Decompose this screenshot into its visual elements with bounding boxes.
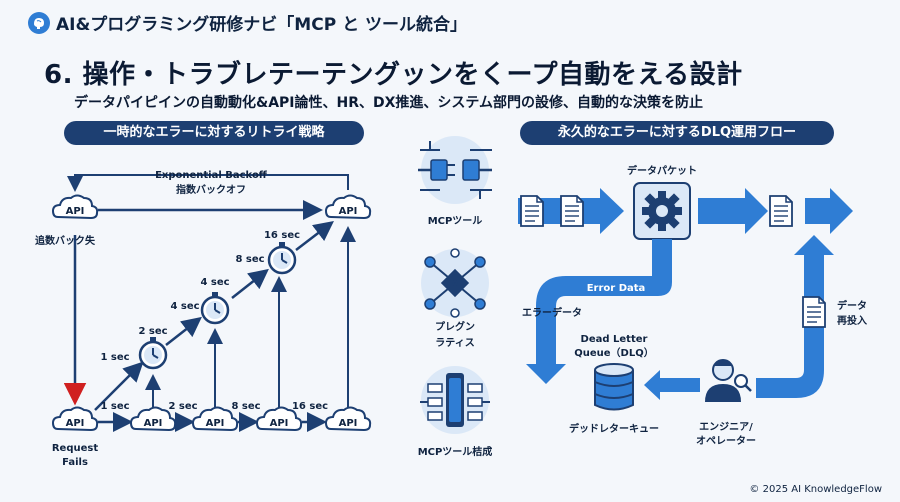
- api-label: API: [206, 418, 225, 429]
- backoff-title: Exponential Backoff: [155, 170, 268, 181]
- stair-arrow-1: [94, 361, 144, 411]
- retry-strategy-heading: 一時的なエラーに対するリトライ戦略: [64, 121, 364, 145]
- api-label: API: [339, 418, 358, 429]
- stopwatch-icon: [267, 240, 297, 275]
- stair-time-label: 16 sec: [264, 230, 300, 241]
- dlq-flow-heading: 永久的なエラーに対するDLQ運用フロー: [520, 121, 834, 145]
- retry-label: 追数バック失: [35, 234, 96, 247]
- api-label: API: [66, 206, 85, 217]
- dlq-label: Queue（DLQ）: [574, 346, 653, 359]
- backoff-bracket: [67, 174, 349, 192]
- stair-time-label: 1 sec: [100, 352, 129, 363]
- reinput-label: データ: [837, 299, 867, 312]
- stair-arrow-4: [295, 220, 334, 251]
- api-label: API: [66, 418, 85, 429]
- data-packet-label: データパケット: [627, 164, 697, 177]
- reinput-label: 再投入: [837, 314, 867, 327]
- dlq-queue-label: デッドレターキュー: [569, 422, 659, 435]
- engineer-label: オペレーター: [696, 435, 756, 447]
- bottom-time-label: 16 sec: [292, 401, 328, 412]
- footer-copyright: © 2025 AI KnowledgeFlow: [749, 484, 882, 495]
- middle-label: プレグン: [435, 320, 475, 333]
- reinput-flow-arrow: [756, 235, 834, 398]
- flow-arrow-out: [805, 188, 853, 234]
- stair-time-label: 4 sec: [200, 277, 229, 288]
- document-icon: [520, 195, 544, 227]
- middle-label: MCPツール: [428, 215, 483, 227]
- stair-time-label: 8 sec: [235, 254, 264, 265]
- stair-arrow-3: [231, 268, 269, 299]
- stair-time-label: 2 sec: [138, 326, 167, 337]
- api-label: API: [270, 418, 289, 429]
- header-text: AI&プログラミング研修ナビ「MCP と ツール統合」: [56, 15, 467, 35]
- server-icon: [420, 366, 490, 434]
- bottom-time-label: 2 sec: [168, 401, 197, 412]
- document-icon: [769, 195, 793, 227]
- page-title: 6. 操作・トラブレテーテングッンをくープ自動をえる設計: [44, 60, 743, 90]
- gear-icon: [633, 182, 691, 240]
- magnifier-icon: [734, 374, 752, 392]
- plug-icon: [418, 136, 492, 204]
- brain-icon: [28, 12, 50, 34]
- page-subtitle: データパイピインの自動動化&API論性、HR、DX推進、システム部門の設修、自動…: [74, 95, 704, 111]
- bottom-time-label: 1 sec: [100, 401, 129, 412]
- network-icon: [421, 248, 489, 318]
- dlq-label: Dead Letter: [581, 334, 648, 345]
- middle-label: MCPツール桔成: [418, 445, 493, 458]
- stair-time-label: 4 sec: [170, 301, 199, 312]
- error-flow-arrow: [526, 239, 672, 384]
- document-icon: [560, 195, 584, 227]
- middle-label: ラティス: [435, 337, 474, 349]
- stopwatch-icon: [138, 335, 168, 370]
- bottom-time-label: 8 sec: [231, 401, 260, 412]
- error-data-label: Error Data: [587, 283, 646, 294]
- api-label: API: [144, 418, 163, 429]
- engineer-to-dlq-arrow: [644, 370, 700, 400]
- api-label: API: [339, 206, 358, 217]
- error-label: エラーデータ: [522, 306, 582, 319]
- backoff-subtitle: 指数バックオフ: [176, 183, 246, 196]
- stopwatch-icon: [200, 290, 230, 325]
- database-icon: [594, 363, 634, 411]
- engineer-icon: [705, 359, 741, 402]
- engineer-label: エンジニア/: [699, 421, 753, 433]
- request-fails-label: Fails: [62, 457, 88, 468]
- flow-arrow-mid: [698, 188, 768, 234]
- document-icon: [802, 296, 826, 328]
- request-fails-label: Request: [52, 443, 98, 454]
- stair-arrow-2: [165, 316, 202, 346]
